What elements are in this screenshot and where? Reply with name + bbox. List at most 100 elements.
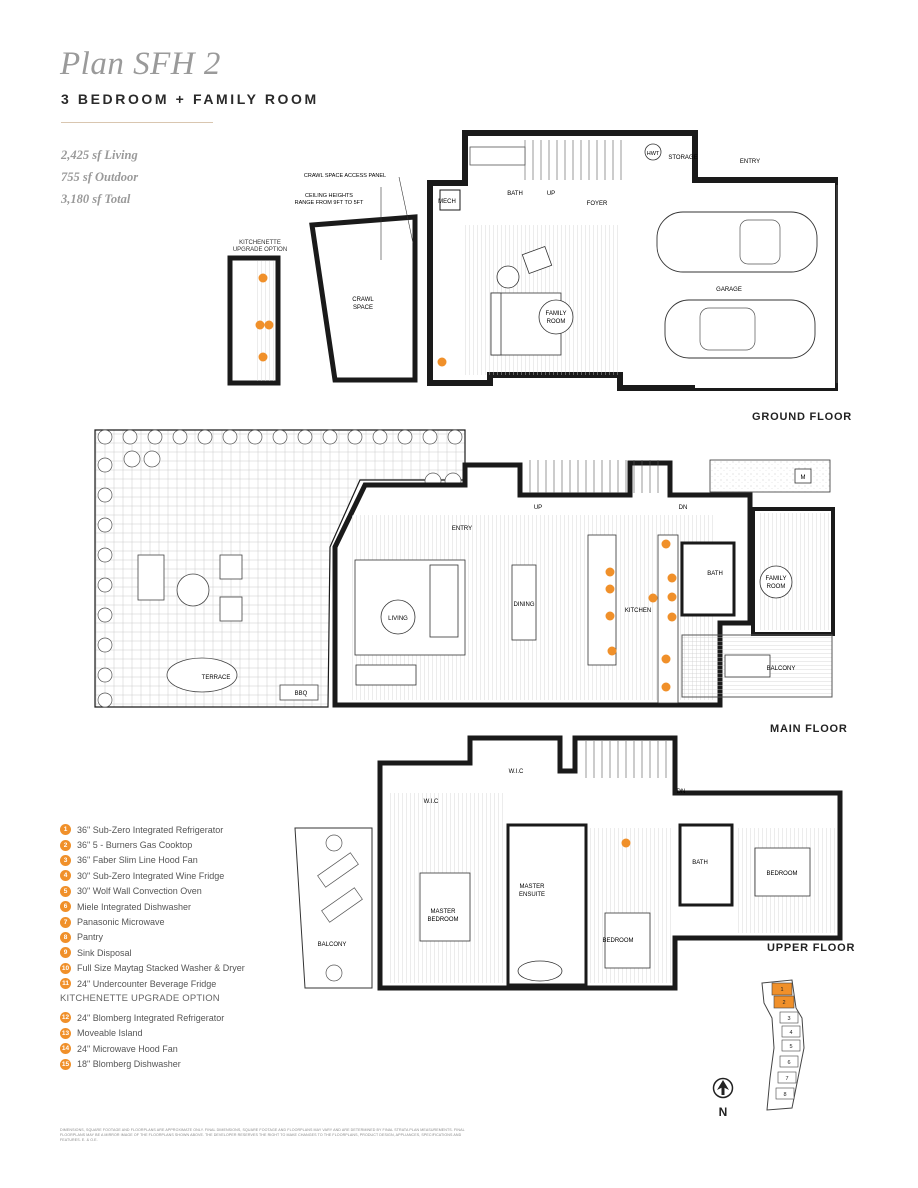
svg-text:MASTER: MASTER	[430, 909, 456, 915]
svg-text:MECH: MECH	[438, 199, 456, 205]
legend-number: 7	[60, 916, 71, 928]
svg-text:GARAGE: GARAGE	[716, 287, 742, 293]
legend-number: 1	[60, 824, 71, 836]
upper-floor-plan: BALCONY DN W.I.C W.I.C MASTER BEDROOM MA…	[294, 735, 843, 991]
svg-text:UPGRADE OPTION: UPGRADE OPTION	[233, 247, 287, 253]
legend-text: Full Size Maytag Stacked Washer & Dryer	[77, 963, 245, 974]
legend-text: Pantry	[77, 932, 104, 943]
svg-text:UP: UP	[534, 505, 542, 511]
svg-text:ROOM: ROOM	[767, 584, 786, 590]
legend-text: 18" Blomberg Dishwasher	[77, 1059, 181, 1070]
legend-number: 14	[60, 1043, 71, 1055]
legend-number: 8	[60, 931, 71, 943]
legend-item: 7 Panasonic Microwave	[60, 914, 245, 929]
kitchenette-heading: KITCHENETTE UPGRADE OPTION	[60, 993, 220, 1005]
svg-text:BEDROOM: BEDROOM	[602, 938, 633, 944]
svg-text:TERRACE: TERRACE	[202, 675, 231, 681]
svg-text:STORAGE: STORAGE	[668, 155, 697, 161]
ground-floor-label: GROUND FLOOR	[752, 411, 853, 423]
legend-number: 11	[60, 978, 71, 990]
legend-text: Miele Integrated Dishwasher	[77, 901, 192, 912]
svg-text:CEILING HEIGHTS: CEILING HEIGHTS	[305, 193, 353, 199]
plan-title: Plan SFH 2	[60, 46, 221, 82]
legend-item: 11 24" Undercounter Beverage Fridge	[60, 976, 245, 991]
svg-text:BATH: BATH	[507, 191, 523, 197]
keyplan-unit-label: 1	[780, 987, 783, 993]
svg-text:BALCONY: BALCONY	[318, 942, 347, 948]
svg-text:BEDROOM: BEDROOM	[766, 871, 797, 877]
legend-number: 13	[60, 1027, 71, 1039]
svg-text:ROOM: ROOM	[547, 319, 566, 325]
svg-text:SPACE: SPACE	[353, 305, 373, 311]
svg-text:BATH: BATH	[692, 860, 708, 866]
legend-number: 4	[60, 870, 71, 882]
keyplan-unit-label: 2	[782, 1000, 785, 1006]
svg-text:ENTRY: ENTRY	[740, 159, 760, 165]
keyplan-unit-label: 5	[789, 1044, 792, 1050]
svg-text:MASTER: MASTER	[519, 884, 545, 890]
legend-number: 2	[60, 839, 71, 851]
legend-item: 8 Pantry	[60, 930, 245, 945]
svg-text:BALCONY: BALCONY	[767, 666, 796, 672]
legend-number: 3	[60, 854, 71, 866]
main-floor-plan: TERRACE BBQ ENTRY UP DN LIVING DINING KI…	[94, 429, 835, 708]
svg-text:UP: UP	[547, 191, 555, 197]
legend-item: 5 30" Wolf Wall Convection Oven	[60, 884, 245, 899]
title-divider	[61, 122, 213, 123]
legend-item: 10 Full Size Maytag Stacked Washer & Drye…	[60, 961, 245, 976]
legend-number: 9	[60, 947, 71, 959]
outdoor-area: 755 sf Outdoor	[61, 170, 139, 184]
disclaimer: DIMENSIONS, SQUARE FOOTAGE AND FLOORPLAN…	[60, 1128, 465, 1142]
site-key-plan: 1 2 3 4 5 6 7 8	[761, 979, 805, 1111]
north-arrow-icon	[712, 1077, 734, 1099]
upper-floor-label: UPPER FLOOR	[767, 942, 856, 954]
legend-item: 1 36" Sub-Zero Integrated Refrigerator	[60, 822, 245, 837]
svg-text:BEDROOM: BEDROOM	[427, 917, 458, 923]
legend-item: 4 30" Sub-Zero Integrated Wine Fridge	[60, 868, 245, 883]
svg-text:ENSUITE: ENSUITE	[519, 892, 545, 898]
legend-text: 36" Sub-Zero Integrated Refrigerator	[77, 824, 224, 835]
total-area: 3,180 sf Total	[61, 192, 131, 206]
legend-text: 30" Wolf Wall Convection Oven	[77, 886, 202, 897]
keyplan-unit-label: 3	[787, 1016, 790, 1022]
legend-text: 24" Microwave Hood Fan	[77, 1043, 178, 1054]
svg-text:W.I.C: W.I.C	[424, 799, 439, 805]
svg-text:ENTRY: ENTRY	[452, 526, 472, 532]
legend-text: 24" Undercounter Beverage Fridge	[77, 978, 217, 989]
legend-number: 15	[60, 1058, 71, 1070]
north-arrow: N	[710, 1077, 736, 1119]
legend-number: 10	[60, 962, 71, 974]
legend-item: 3 36" Faber Slim Line Hood Fan	[60, 853, 245, 868]
legend-number: 5	[60, 885, 71, 897]
area-summary: 2,425 sf Living 755 sf Outdoor 3,180 sf …	[61, 144, 138, 210]
svg-text:BATH: BATH	[707, 571, 723, 577]
svg-text:HWT: HWT	[647, 151, 660, 157]
legend-text: 24" Blomberg Integrated Refrigerator	[77, 1012, 225, 1023]
ground-floor-plan: KITCHENETTE UPGRADE OPTION CRAWL SPACE C…	[227, 130, 838, 391]
svg-text:M: M	[801, 475, 806, 481]
legend-item: 14 24" Microwave Hood Fan	[60, 1041, 245, 1056]
svg-text:DN: DN	[677, 789, 686, 795]
legend-text: Panasonic Microwave	[77, 917, 165, 928]
legend-text: Sink Disposal	[77, 947, 132, 958]
svg-text:CRAWL SPACE ACCESS PANEL: CRAWL SPACE ACCESS PANEL	[304, 173, 386, 179]
north-label: N	[718, 1105, 728, 1119]
legend-text: 30" Sub-Zero Integrated Wine Fridge	[77, 870, 225, 881]
legend-number: 12	[60, 1012, 71, 1024]
legend-item: 15 18" Blomberg Dishwasher	[60, 1056, 245, 1071]
legend-number: 6	[60, 901, 71, 913]
legend-item: 12 24" Blomberg Integrated Refrigerator	[60, 1010, 245, 1025]
svg-text:RANGE FROM 9FT TO 5FT: RANGE FROM 9FT TO 5FT	[295, 200, 364, 206]
living-area: 2,425 sf Living	[61, 148, 138, 162]
plan-subtitle: 3 BEDROOM + FAMILY ROOM	[61, 91, 319, 107]
keyplan-unit-label: 6	[787, 1060, 790, 1066]
svg-text:DN: DN	[679, 505, 688, 511]
svg-text:KITCHEN: KITCHEN	[625, 608, 651, 614]
svg-text:FAMILY: FAMILY	[766, 576, 787, 582]
legend-item: 9 Sink Disposal	[60, 945, 245, 960]
main-floor-label: MAIN FLOOR	[770, 723, 848, 735]
legend-text: 36" Faber Slim Line Hood Fan	[77, 855, 198, 866]
